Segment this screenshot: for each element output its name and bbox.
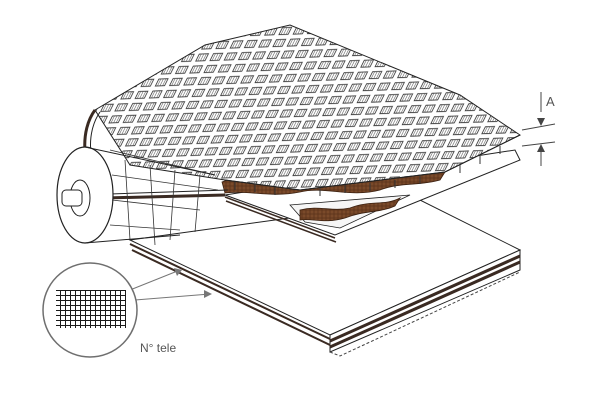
roller [56, 146, 219, 246]
lower-belt-ply-line [329, 254, 521, 349]
roller-body-outline [84, 146, 216, 244]
inset-label: N° tele [140, 341, 176, 355]
dimension-arrow-top [537, 118, 545, 126]
leader-line-upper [129, 269, 181, 291]
fabric-ply-lower [299, 196, 402, 222]
inset-mesh [56, 290, 126, 328]
lower-belt-cleat-edge [329, 271, 521, 357]
cleated-surface [83, 24, 521, 200]
lower-belt [128, 199, 522, 357]
cleated-front-teeth [234, 146, 501, 196]
cleated-top [94, 24, 521, 191]
fabric-inset: N° tele [42, 262, 176, 358]
dimension-label: A [546, 94, 555, 109]
cleated-front-edge [224, 134, 521, 191]
dimension-arrow-bottom [537, 144, 545, 152]
leader-line-lower [134, 293, 211, 301]
upper-belt-ply-line [224, 196, 337, 243]
lower-belt-side-ply [129, 243, 331, 346]
roller-shaft [61, 189, 83, 207]
dimension-marker: A [521, 92, 556, 166]
inset-leaders [129, 268, 212, 301]
leader-arrow-upper [174, 268, 182, 276]
leader-arrow-lower [204, 290, 212, 298]
dimension-line [521, 92, 556, 166]
roller-cage [109, 149, 219, 246]
